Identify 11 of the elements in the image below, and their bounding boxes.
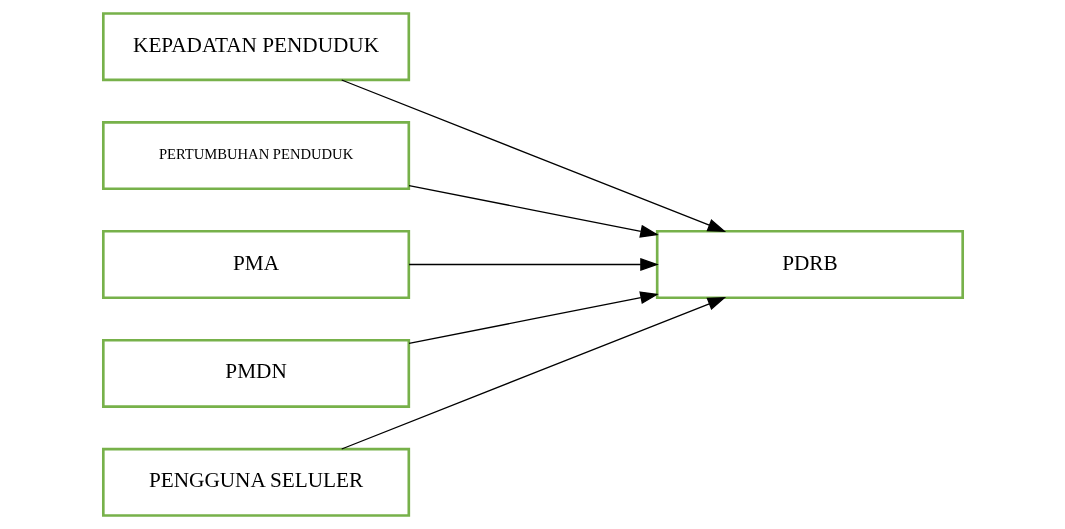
arrow	[407, 258, 659, 271]
node-box: PENGGUNA SELULER	[101, 447, 410, 517]
node-box: PDRB	[655, 229, 964, 300]
node-box: KEPADATAN PENDUDUK	[101, 12, 410, 82]
arrow	[340, 297, 726, 450]
node-box: PMA	[101, 229, 410, 300]
arrow	[407, 291, 659, 345]
arrow	[340, 79, 726, 232]
arrow	[407, 184, 659, 238]
node-box: PMDN	[101, 338, 410, 408]
node-box: PERTUMBUHAN PENDUDUK	[101, 121, 410, 191]
